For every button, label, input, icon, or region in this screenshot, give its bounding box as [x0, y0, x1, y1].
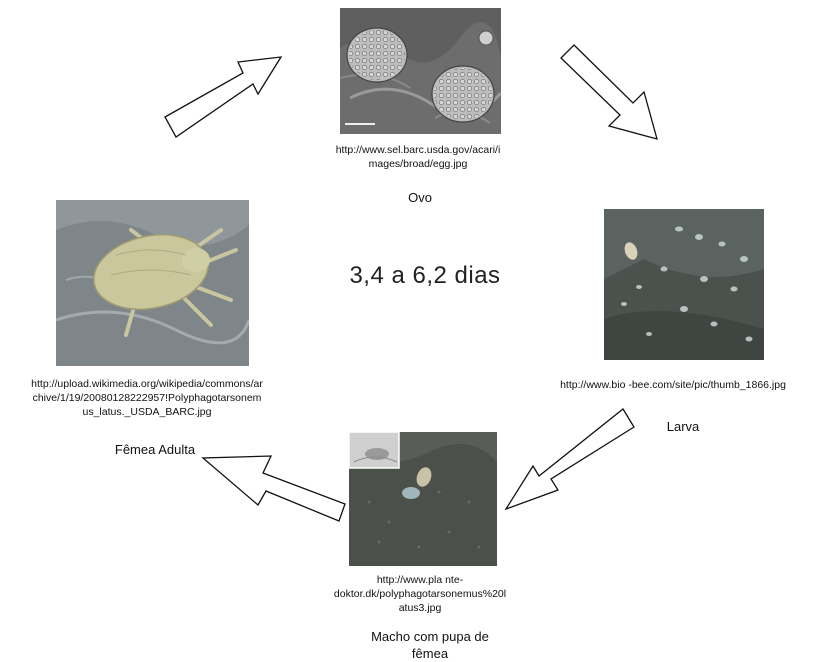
- female-label: Fêmea Adulta: [95, 441, 215, 458]
- egg-label: Ovo: [370, 189, 470, 206]
- female-adult-photo: [56, 200, 249, 366]
- male-with-pupa-photo: [349, 432, 497, 566]
- female-url: http://upload.wikimedia.org/wikipedia/co…: [2, 377, 292, 419]
- larva-photo: [604, 209, 764, 360]
- duration-label: 3,4 a 6,2 dias: [300, 262, 550, 290]
- arrow-male-to-female: [203, 456, 345, 521]
- male-label: Macho com pupa de fêmea: [340, 628, 520, 662]
- arrow-larva-to-male: [506, 409, 634, 509]
- egg-url: http://www.sel.barc.usda.gov/acari/i mag…: [303, 143, 533, 171]
- arrow-female-to-egg: [165, 57, 281, 137]
- male-url: http://www.pla nte- doktor.dk/polyphagot…: [310, 573, 530, 615]
- arrow-egg-to-larva: [561, 45, 657, 139]
- larva-label: Larva: [633, 418, 733, 435]
- egg-photo: [340, 8, 501, 134]
- larva-url: http://www.bio -bee.com/site/pic/thumb_1…: [548, 378, 798, 392]
